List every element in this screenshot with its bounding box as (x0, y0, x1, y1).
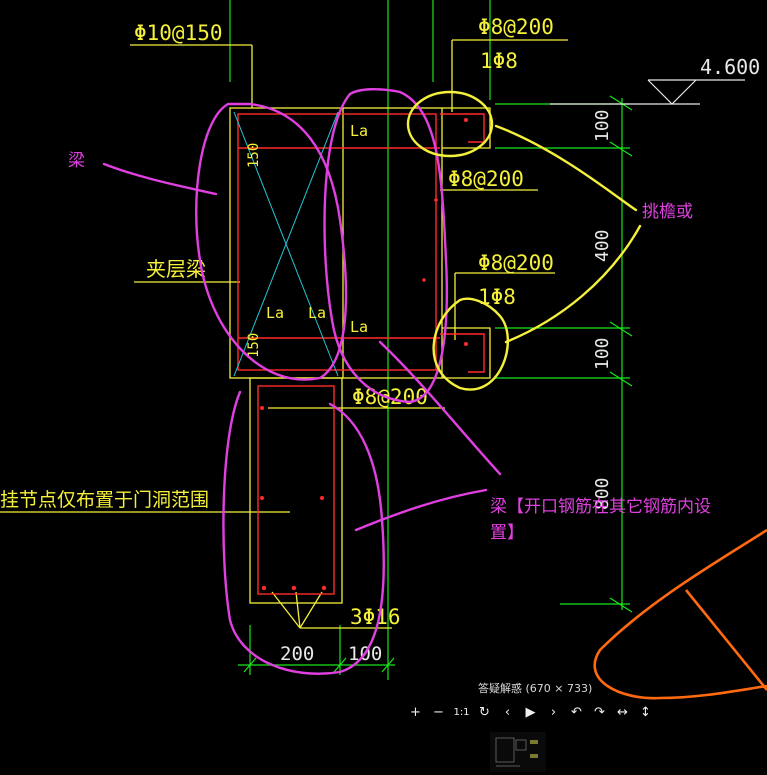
elevation-label: 4.600 (700, 55, 760, 79)
annotation-beam-note-1: 梁【开口钢筋在其它钢筋内设 (490, 497, 711, 517)
anchor-label-4: La (350, 318, 368, 336)
rebar-label-bottom: Φ8@200 (352, 385, 428, 409)
anchor-label-1: La (350, 122, 368, 140)
orange-sketch (593, 528, 767, 700)
thumbnail-preview[interactable] (490, 732, 546, 772)
mezzanine-beam-label: 夹层梁 (146, 257, 206, 281)
bar-label-lower: 1Φ8 (478, 285, 516, 309)
play-button[interactable]: ▶ (525, 704, 536, 720)
elevation-marker (550, 79, 745, 105)
viewer-toolbar: + − 1:1 ↻ ‹ ▶ › ↶ ↷ ↔ ↕ (405, 700, 656, 724)
note-left-label: 挂节点仅布置于门洞范围 (0, 489, 209, 511)
dimension-lines (229, 0, 633, 680)
rebar-labels: Φ10@150 Φ8@200 1Φ8 Φ8@200 Φ8@200 1Φ8 Φ8@… (0, 15, 554, 629)
annotation-beam-note-2: 置】 (490, 523, 524, 543)
dim-100-bottom: 100 (592, 337, 613, 370)
rebar-label-lower: Φ8@200 (478, 251, 554, 275)
spacing-label-top: 150 (246, 143, 262, 168)
rotate-right-button[interactable]: ↷ (594, 704, 605, 720)
flip-vertical-button[interactable]: ↕ (640, 704, 651, 720)
width-200: 200 (280, 643, 314, 665)
anchor-label-2: La (266, 304, 284, 322)
image-caption: 答疑解惑 (670 × 733) (478, 682, 593, 695)
zoom-in-button[interactable]: + (410, 704, 421, 720)
dimension-labels: 4.600 100 400 100 800 200 100 (280, 55, 760, 665)
rebar-label-top-left: Φ10@150 (134, 21, 223, 45)
rebar-dots (260, 118, 468, 591)
annotation-cantilever: 挑檐或 (642, 202, 693, 222)
highlight-strokes (406, 90, 642, 391)
dim-800: 800 (592, 477, 613, 510)
main-bars-label: 3Φ16 (350, 605, 401, 629)
reset-button[interactable]: ↻ (479, 704, 490, 720)
zoom-out-button[interactable]: − (433, 704, 444, 720)
annotation-beam: 梁 (68, 151, 85, 171)
rotate-left-button[interactable]: ↶ (571, 704, 582, 720)
previous-button[interactable]: ‹ (504, 704, 511, 720)
anchor-label-3: La (308, 304, 326, 322)
rebar-label-mid: Φ8@200 (448, 167, 524, 191)
annotation-strokes (102, 88, 502, 675)
bar-label-top-right: 1Φ8 (480, 49, 518, 73)
spacing-label-bottom: 150 (246, 333, 262, 358)
next-button[interactable]: › (550, 704, 557, 720)
dim-100-top: 100 (592, 109, 613, 142)
actual-size-button[interactable]: 1:1 (453, 706, 470, 718)
rebar-label-top-right: Φ8@200 (478, 15, 554, 39)
dim-400: 400 (592, 229, 613, 262)
flip-horizontal-button[interactable]: ↔ (617, 704, 628, 720)
annotation-texts: 梁 挑檐或 梁【开口钢筋在其它钢筋内设 置】 (68, 151, 711, 543)
